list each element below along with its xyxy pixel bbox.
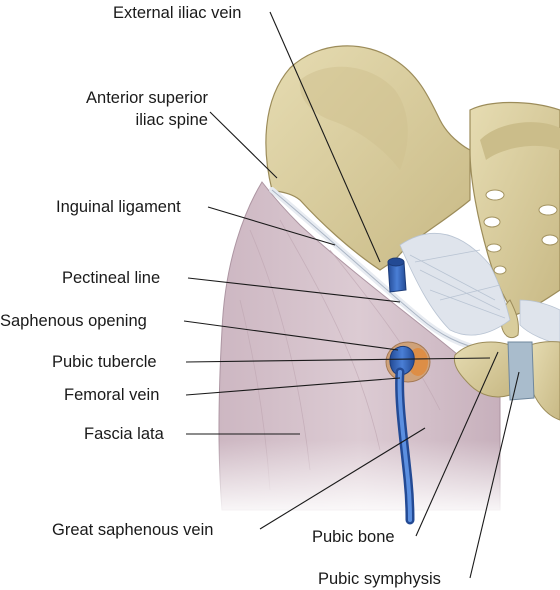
fascia-lata-region bbox=[215, 181, 515, 520]
pubic-symphysis-shape bbox=[507, 341, 535, 401]
label-femoral-vein: Femoral vein bbox=[64, 386, 160, 404]
label-fascia-lata: Fascia lata bbox=[84, 425, 164, 443]
label-inguinal-ligament: Inguinal ligament bbox=[56, 198, 181, 216]
label-external-iliac-vein: External iliac vein bbox=[113, 4, 242, 22]
label-saphenous-opening: Saphenous opening bbox=[0, 312, 147, 330]
label-asis-line2: iliac spine bbox=[135, 111, 208, 129]
hip-bone bbox=[265, 45, 471, 271]
saphenous-opening-shape bbox=[385, 341, 431, 383]
label-pubic-symphysis: Pubic symphysis bbox=[318, 570, 441, 588]
label-asis-line1: Anterior superior bbox=[86, 89, 208, 107]
label-pectineal-line: Pectineal line bbox=[62, 269, 161, 287]
leader-lines bbox=[183, 11, 520, 579]
pubic-bone-shape bbox=[453, 341, 560, 421]
label-pubic-tubercle: Pubic tubercle bbox=[52, 353, 157, 371]
label-pubic-bone: Pubic bone bbox=[312, 528, 395, 546]
pelvic-ligaments bbox=[399, 232, 560, 346]
label-great-saphenous-vein: Great saphenous vein bbox=[52, 521, 214, 539]
external-iliac-vein-shape bbox=[387, 257, 407, 293]
